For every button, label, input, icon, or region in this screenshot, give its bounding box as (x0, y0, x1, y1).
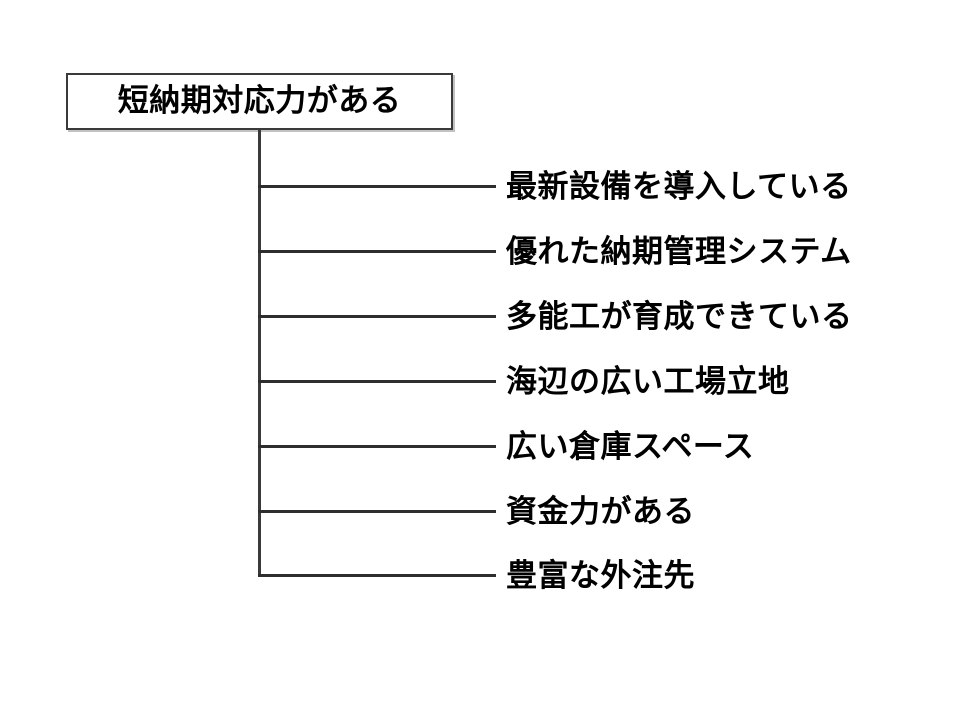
root-node-label: 短納期対応力がある (117, 83, 402, 118)
branch-line-7 (258, 574, 496, 577)
leaf-node-label: 最新設備を導入している (506, 168, 852, 204)
leaf-node-6[interactable]: 資金力がある (506, 489, 695, 533)
branch-line-4 (258, 380, 496, 383)
branch-line-3 (258, 315, 496, 318)
leaf-node-label: 広い倉庫スペース (506, 428, 755, 464)
leaf-node-label: 資金力がある (506, 493, 695, 529)
leaf-node-4[interactable]: 海辺の広い工場立地 (506, 359, 790, 403)
branch-line-2 (258, 250, 496, 253)
branch-line-1 (258, 185, 496, 188)
branch-line-5 (258, 445, 496, 448)
leaf-node-7[interactable]: 豊富な外注先 (506, 553, 695, 597)
trunk-line (258, 130, 261, 577)
root-node-box[interactable]: 短納期対応力がある (66, 73, 453, 130)
branch-line-6 (258, 510, 496, 513)
leaf-node-2[interactable]: 優れた納期管理システム (506, 229, 852, 273)
leaf-node-label: 海辺の広い工場立地 (506, 363, 790, 399)
leaf-node-label: 豊富な外注先 (506, 557, 695, 593)
leaf-node-label: 優れた納期管理システム (506, 233, 852, 269)
leaf-node-5[interactable]: 広い倉庫スペース (506, 424, 754, 468)
leaf-node-label: 多能工が育成できている (506, 298, 853, 334)
leaf-node-3[interactable]: 多能工が育成できている (506, 294, 853, 338)
leaf-node-1[interactable]: 最新設備を導入している (506, 164, 852, 208)
